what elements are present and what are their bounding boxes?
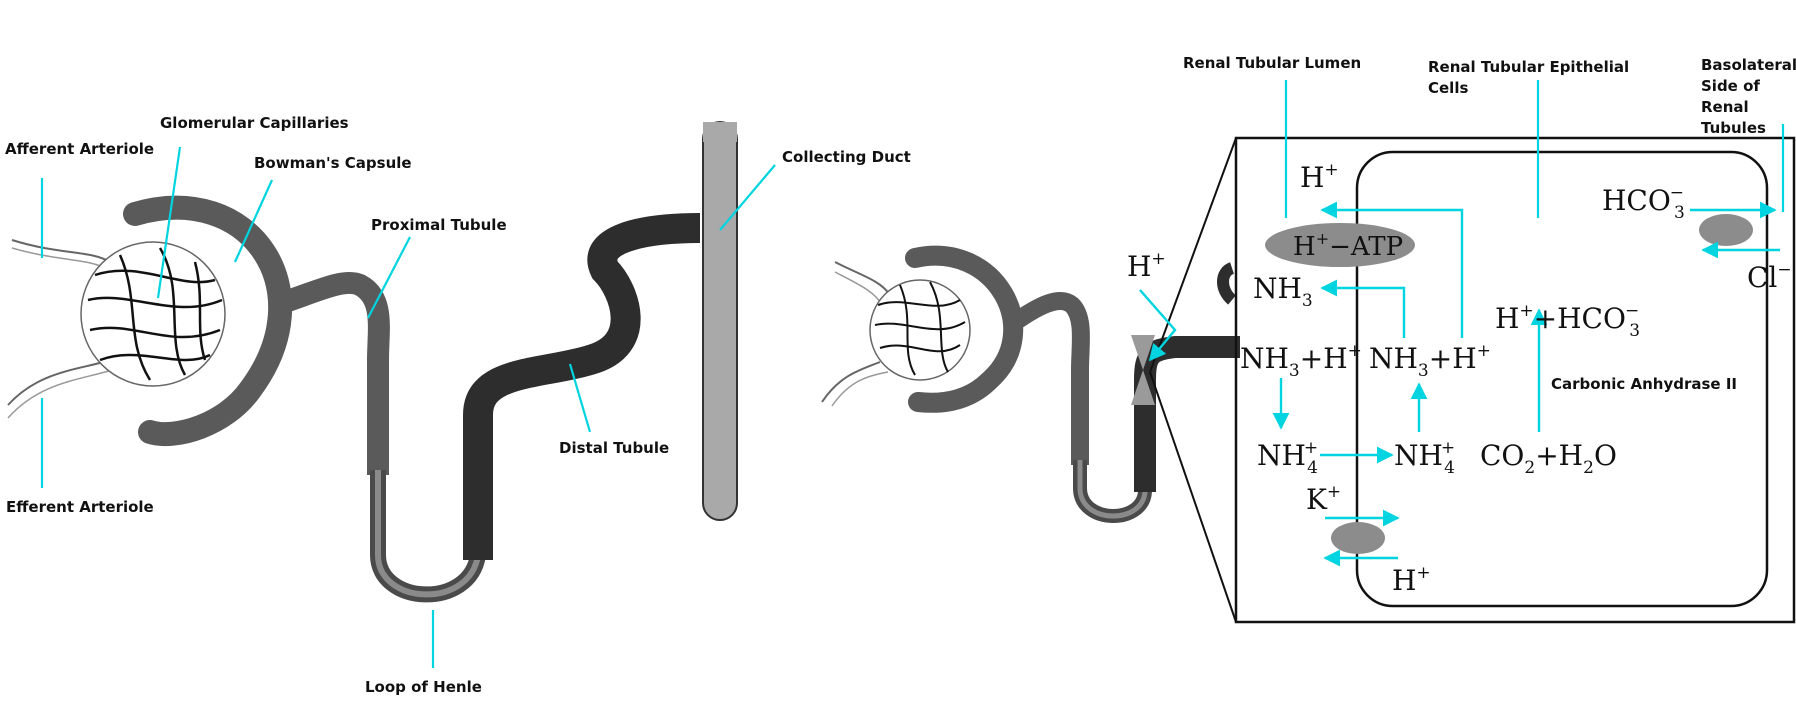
transport-arrows bbox=[1139, 201, 1780, 567]
label-carbonic-anhydrase: Carbonic Anhydrase II bbox=[1551, 375, 1737, 393]
label-epithelial-cells-2: Cells bbox=[1428, 79, 1468, 97]
epithelial-cell bbox=[1355, 150, 1769, 608]
formula-h-plus-marker: H+ bbox=[1127, 249, 1166, 283]
formula-nh3-h-cell: NH3+H+ bbox=[1369, 341, 1491, 381]
right-leader-lines bbox=[1284, 80, 1785, 218]
label-loop-of-henle: Loop of Henle bbox=[365, 678, 482, 696]
formula-nh3-h-lumen: NH3+H+ bbox=[1240, 341, 1362, 381]
label-glomerular-capillaries: Glomerular Capillaries bbox=[160, 114, 349, 132]
zoom-box bbox=[1234, 136, 1796, 624]
formula-nh4-lumen: NH+4 bbox=[1257, 438, 1318, 478]
label-basolateral-1: Basolateral bbox=[1701, 56, 1796, 74]
left-leader-lines bbox=[40, 146, 776, 668]
label-bowmans-capsule: Bowman's Capsule bbox=[254, 154, 412, 172]
label-afferent-arteriole: Afferent Arteriole bbox=[5, 140, 154, 158]
formula-co2-h2o: CO2+H2O bbox=[1480, 439, 1617, 478]
k-h-exchanger bbox=[1331, 522, 1385, 554]
right-nephron bbox=[821, 245, 1240, 523]
label-distal-tubule: Distal Tubule bbox=[559, 439, 669, 457]
bowmans-capsule-shape bbox=[123, 195, 292, 447]
formula-hco3-basolateral: HCO−3 bbox=[1602, 183, 1685, 223]
formula-h-plus-lumen: H+ bbox=[1300, 160, 1339, 194]
right-labels: Renal Tubular Lumen Renal Tubular Epithe… bbox=[1183, 54, 1796, 393]
efferent-arteriole-vessel bbox=[7, 359, 111, 406]
formula-h-atp: H+−ATP bbox=[1293, 229, 1403, 262]
label-collecting-duct: Collecting Duct bbox=[782, 148, 911, 166]
label-basolateral-3: Renal bbox=[1701, 98, 1749, 116]
hco3-cl-exchanger bbox=[1699, 214, 1753, 246]
label-renal-tubular-lumen: Renal Tubular Lumen bbox=[1183, 54, 1361, 72]
left-labels: Afferent Arteriole Glomerular Capillarie… bbox=[5, 114, 911, 696]
proximal-tubule-shape bbox=[281, 271, 390, 475]
label-basolateral-2: Side of bbox=[1701, 77, 1760, 95]
label-efferent-arteriole: Efferent Arteriole bbox=[6, 498, 154, 516]
label-epithelial-cells-1: Renal Tubular Epithelial bbox=[1428, 58, 1629, 76]
formula-cl-minus: Cl− bbox=[1747, 260, 1792, 294]
formula-h-hco3: H++HCO−3 bbox=[1495, 301, 1640, 341]
glomerulus bbox=[80, 241, 226, 387]
chemical-formulas: H+ H+−ATP NH3 NH3+H+ NH3+H+ NH+4 NH+4 H+… bbox=[1127, 160, 1792, 597]
label-proximal-tubule: Proximal Tubule bbox=[371, 216, 507, 234]
small-glomerulus bbox=[869, 279, 971, 381]
distal-tubule-shape bbox=[463, 213, 701, 560]
formula-k-plus: K+ bbox=[1306, 482, 1341, 516]
left-nephron bbox=[7, 121, 738, 603]
formula-nh4-cell: NH+4 bbox=[1394, 438, 1455, 478]
label-basolateral-4: Tubules bbox=[1701, 119, 1766, 137]
h-atp-pump bbox=[1265, 223, 1415, 267]
formula-h-plus-bottom: H+ bbox=[1392, 563, 1431, 597]
afferent-arteriole-vessel bbox=[11, 239, 111, 263]
formula-nh3-lumen: NH3 bbox=[1253, 272, 1313, 311]
collecting-duct-shape bbox=[702, 121, 738, 521]
